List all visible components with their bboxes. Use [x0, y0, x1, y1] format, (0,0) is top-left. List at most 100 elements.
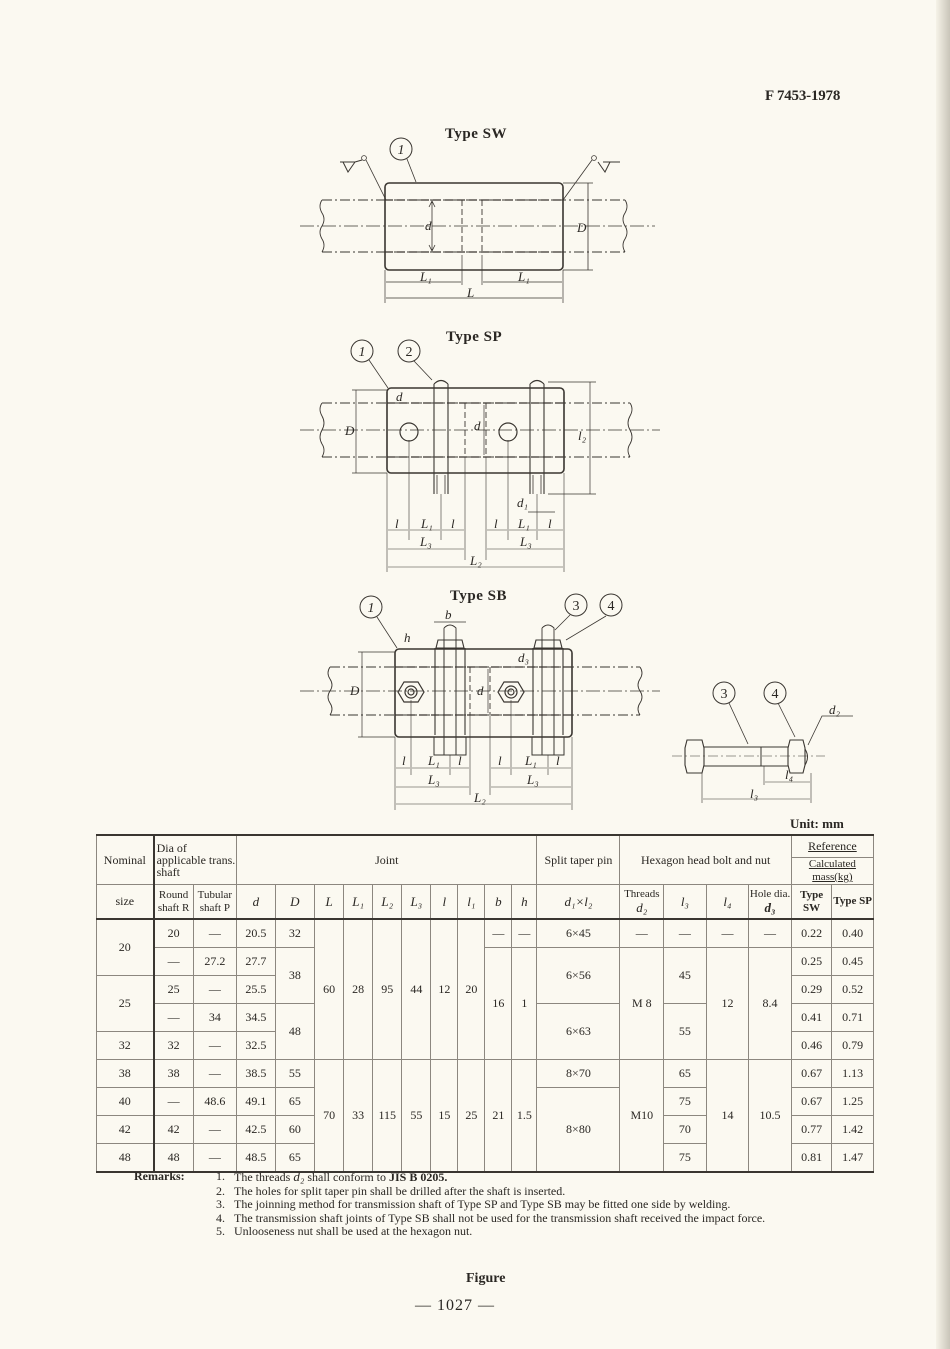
header-bolt-group: Hexagon head bolt and nut — [619, 834, 792, 885]
remark-text: Unlooseness nut shall be used at the hex… — [234, 1224, 473, 1238]
header-L2: L₂ — [372, 884, 403, 920]
figure-caption: Figure — [466, 1271, 506, 1286]
cell-tubular: — — [192, 1115, 238, 1144]
cell-nominal: 40 — [95, 1087, 155, 1116]
remark-symbol: d₂ — [293, 1169, 305, 1184]
cell-round: — — [152, 947, 194, 976]
remark-text: shall conform to — [304, 1170, 389, 1184]
remark-item: 2. The holes for split taper pin shall b… — [216, 1184, 776, 1199]
cell-L1: 33 — [343, 1059, 374, 1173]
table-row: 32 32 — 32.5 0.46 0.79 — [95, 1031, 874, 1060]
page-edge-shadow — [936, 0, 950, 1349]
cell-mass-sw: 0.46 — [790, 1031, 833, 1060]
cell-l3: — — [663, 918, 707, 948]
svg-text:3: 3 — [721, 687, 728, 702]
remark-item: 5. Unlooseness nut shall be used at the … — [216, 1224, 776, 1239]
svg-text:d₃: d₃ — [518, 650, 529, 665]
cell-tubular: 34 — [192, 1003, 238, 1032]
svg-text:D: D — [349, 683, 360, 698]
cell-b: 21 — [484, 1059, 513, 1173]
cell-mass-sw: 0.77 — [790, 1115, 833, 1144]
header-D: D — [274, 884, 316, 920]
svg-text:L₁: L₁ — [420, 516, 433, 531]
svg-text:l₂: l₂ — [578, 428, 587, 443]
cell-L3: 55 — [401, 1059, 432, 1173]
header-b: b — [484, 884, 513, 920]
cell-d3: 10.5 — [748, 1059, 792, 1173]
svg-text:l: l — [451, 516, 455, 531]
cell-L2: 115 — [372, 1059, 403, 1173]
remarks-label: Remarks: — [134, 1169, 185, 1183]
cell-nominal: 25 — [95, 975, 155, 1032]
svg-text:d: d — [477, 683, 484, 698]
cell-nominal: 42 — [95, 1115, 155, 1144]
cell-tubular: 27.2 — [192, 947, 238, 976]
svg-text:d: d — [425, 218, 432, 233]
table-row: 38 38 — 38.5 55 70 33 115 55 15 25 21 1.… — [95, 1059, 874, 1173]
type-sw-drawing — [300, 137, 655, 303]
cell-mass-sp: 0.52 — [831, 975, 874, 1004]
header-nominal: Nominal — [95, 834, 155, 885]
svg-text:L₃: L₃ — [526, 772, 539, 787]
cell-D: 38 — [274, 947, 316, 1004]
cell-d: 34.5 — [236, 1003, 276, 1032]
unit-label: Unit: mm — [790, 816, 844, 831]
specification-table: Nominal Dia of applicable trans. shaft J… — [95, 834, 875, 1173]
cell-l4: 14 — [705, 1059, 750, 1173]
cell-L: 70 — [314, 1059, 345, 1173]
cell-tubular: 48.6 — [192, 1087, 238, 1116]
cell-D: 55 — [274, 1059, 316, 1088]
cell-tubular: — — [192, 918, 238, 948]
header-h: h — [511, 884, 538, 920]
cell-D: 60 — [274, 1115, 316, 1144]
svg-text:1: 1 — [368, 601, 375, 616]
cell-l3: 75 — [663, 1087, 707, 1116]
remark-text: The transmission shaft joints of Type SB… — [234, 1210, 766, 1225]
svg-text:l: l — [395, 516, 399, 531]
svg-text:L₁: L₁ — [524, 753, 537, 768]
cell-l3: 45 — [663, 947, 707, 1004]
cell-d: 32.5 — [236, 1031, 276, 1060]
figure-title-sw: Type SW — [445, 126, 507, 142]
cell-mass-sp: 0.45 — [831, 947, 874, 976]
cell-d: 48.5 — [236, 1143, 276, 1173]
cell-L: 60 — [314, 918, 345, 1060]
remark-number: 4. — [216, 1210, 225, 1225]
cell-mass-sp: 0.79 — [831, 1031, 874, 1060]
cell-mass-sp: 0.71 — [831, 1003, 874, 1032]
remark-item: 1. The threads d₂ shall conform to JIS B… — [216, 1169, 776, 1185]
svg-text:L₁: L₁ — [427, 753, 440, 768]
cell-threads: M 8 — [619, 947, 665, 1060]
remark-text: The joinning method for transmission sha… — [234, 1197, 731, 1211]
cell-l3: 70 — [663, 1115, 707, 1144]
svg-text:d₂: d₂ — [829, 702, 841, 717]
svg-text:L₃: L₃ — [427, 772, 440, 787]
figure-title-sb: Type SB — [450, 588, 507, 604]
cell-l: 15 — [430, 1059, 459, 1173]
table-row: 40 — 48.6 49.1 65 8×80 75 0.67 1.25 — [95, 1087, 874, 1173]
header-l1: l₁ — [457, 884, 486, 920]
svg-text:d: d — [396, 389, 403, 404]
cell-l4: 12 — [705, 947, 750, 1060]
svg-text:l: l — [402, 753, 406, 768]
cell-l3: 75 — [663, 1143, 707, 1173]
cell-tubular: — — [192, 1031, 238, 1060]
cell-d3: — — [748, 918, 792, 948]
cell-pin: 6×56 — [536, 947, 621, 1004]
cell-D: 65 — [274, 1087, 316, 1116]
header-type-sw: Type SW — [790, 884, 833, 920]
cell-h: — — [511, 918, 538, 948]
page-number: — 1027 — — [415, 1297, 495, 1314]
svg-text:l: l — [494, 516, 498, 531]
svg-text:l₃: l₃ — [750, 786, 758, 801]
cell-nominal: 48 — [95, 1143, 155, 1173]
cell-round: 32 — [152, 1031, 194, 1060]
figure-title-sp: Type SP — [446, 329, 503, 345]
cell-pin: 8×70 — [536, 1059, 621, 1088]
svg-text:D: D — [576, 220, 587, 235]
cell-mass-sw: 0.67 — [790, 1059, 833, 1088]
svg-text:L: L — [466, 285, 474, 300]
svg-text:l: l — [556, 753, 560, 768]
svg-text:2: 2 — [406, 345, 413, 360]
